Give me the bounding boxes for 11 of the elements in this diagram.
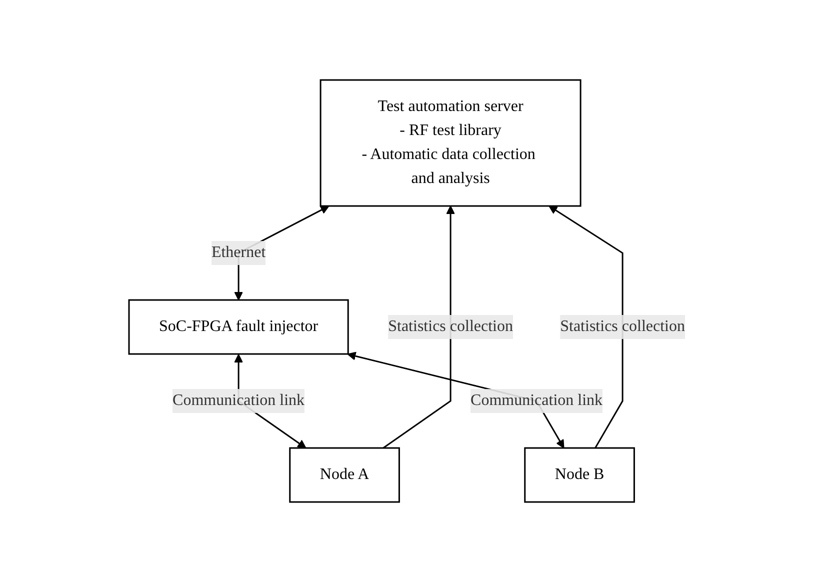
edge-label: Statistics collection [560, 318, 685, 335]
node-box: Node B [524, 447, 635, 503]
arrow [382, 206, 455, 449]
edge-label: Communication link [470, 392, 603, 409]
node-box: SoC-FPGA fault injector [128, 299, 349, 355]
edge-label: Communication link [172, 392, 305, 409]
arrow [548, 206, 624, 448]
edge-label: Ethernet [211, 244, 266, 261]
node-box: Node A [289, 447, 400, 503]
edge-label: Statistics collection [388, 318, 513, 335]
node-box: Test automation server - RF test library - Automatic data collection and analysis [320, 79, 582, 207]
